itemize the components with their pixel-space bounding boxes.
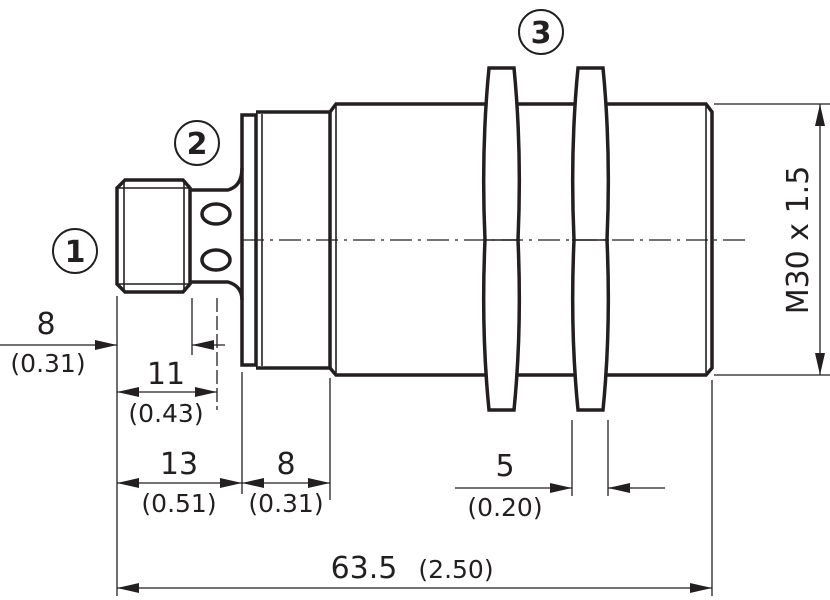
- dim-lines: [0, 104, 825, 593]
- dim-8-inch: (0.31): [10, 349, 85, 378]
- connector: [115, 178, 192, 294]
- nut: [570, 66, 611, 412]
- callout-3: 3: [518, 9, 564, 55]
- dim-11-inch: (0.43): [128, 399, 203, 428]
- led-neck: [190, 167, 244, 301]
- extension-lines: [116, 103, 830, 596]
- svg-text:3: 3: [531, 16, 552, 51]
- nut: [481, 66, 522, 412]
- led-indicator: [200, 248, 232, 272]
- dim-13-inch: (0.51): [141, 489, 216, 518]
- dim-63-5-inch: (2.50): [418, 555, 493, 584]
- dim-5-mm: 5: [495, 449, 514, 484]
- dim-8b-mm: 8: [276, 447, 295, 482]
- dim-5-inch: (0.20): [467, 493, 542, 522]
- dim-8-mm: 8: [36, 307, 55, 342]
- thread-label: M30 x 1.5: [781, 166, 816, 315]
- dim-8b-inch: (0.31): [248, 489, 323, 518]
- dim-11-mm: 11: [147, 357, 185, 392]
- svg-text:1: 1: [65, 235, 86, 270]
- led-indicator: [200, 202, 232, 226]
- callout-2: 2: [174, 120, 220, 166]
- dim-13-mm: 13: [160, 447, 198, 482]
- callout-1: 1: [52, 228, 98, 274]
- svg-text:2: 2: [187, 127, 208, 162]
- dim-63-5-mm: 63.5: [331, 551, 398, 586]
